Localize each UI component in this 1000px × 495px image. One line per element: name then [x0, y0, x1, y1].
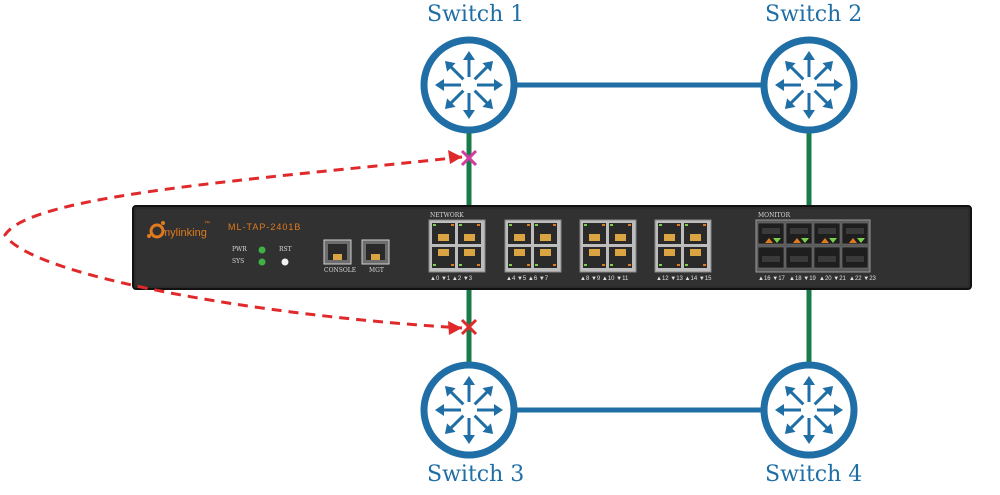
network-port-numbers-group-4: ▲12 ▼13 ▲14 ▼15 [656, 276, 712, 282]
cut-mark-top-icon [460, 149, 478, 167]
network-port-4[interactable] [508, 223, 531, 244]
monitor-port-16[interactable] [757, 222, 785, 245]
network-port-numbers-group-2: ▲4 ▼5 ▲6 ▼7 [506, 276, 549, 282]
mgt-port[interactable] [361, 239, 390, 265]
monitor-port-group [755, 219, 871, 273]
monitor-port-23[interactable] [841, 246, 869, 269]
network-port-0[interactable] [432, 223, 455, 244]
network-port-12[interactable] [658, 223, 681, 244]
monitor-port-numbers-group-1: ▲16 ▼17 [758, 276, 785, 282]
monitor-port-18[interactable] [785, 222, 813, 245]
rst-button[interactable] [281, 258, 289, 266]
switch-4-icon[interactable] [760, 361, 858, 459]
console-port[interactable] [323, 239, 352, 265]
monitor-port-21[interactable] [813, 246, 841, 269]
network-port-13[interactable] [684, 223, 707, 244]
monitor-port-19[interactable] [785, 246, 813, 269]
mgt-label: MGT [369, 267, 384, 274]
switch-2-label: Switch 2 [765, 2, 863, 27]
sys-label: SYS [232, 258, 245, 265]
monitor-label: MONITOR [758, 212, 791, 219]
mylinking-logo-icon [147, 221, 165, 239]
network-port-11[interactable] [609, 247, 632, 268]
network-port-10[interactable] [583, 247, 606, 268]
bypass-arrowhead-bottom [448, 321, 462, 335]
network-port-numbers-group-3: ▲8 ▼9 ▲10 ▼11 [580, 276, 629, 282]
network-port-1[interactable] [458, 223, 481, 244]
network-port-6[interactable] [508, 247, 531, 268]
monitor-port-numbers-group-3: ▲20 ▼21 [819, 276, 846, 282]
network-port-group-3 [579, 219, 637, 273]
bypass-arrowhead-top [448, 150, 462, 164]
network-port-3[interactable] [458, 247, 481, 268]
network-label: NETWORK [430, 212, 464, 219]
network-port-5[interactable] [534, 223, 557, 244]
switch-3-icon[interactable] [420, 361, 518, 459]
switch-1-icon[interactable] [420, 36, 518, 134]
device-model: ML-TAP-2401B [228, 222, 302, 232]
network-port-group-1 [428, 219, 486, 273]
monitor-port-22[interactable] [841, 222, 869, 245]
brand-name: mylinking [161, 227, 207, 239]
switch-3-label: Switch 3 [427, 462, 525, 487]
network-port-14[interactable] [658, 247, 681, 268]
rst-label: RST [279, 246, 292, 253]
network-port-9[interactable] [609, 223, 632, 244]
switch-4-label: Switch 4 [765, 462, 863, 487]
switch-2-icon[interactable] [760, 36, 858, 134]
monitor-port-numbers-group-4: ▲22 ▼23 [849, 276, 876, 282]
switch-1-label: Switch 1 [427, 2, 525, 27]
monitor-port-numbers-group-2: ▲18 ▼19 [789, 276, 816, 282]
network-port-numbers-group-1: ▲0 ▼1 ▲2 ▼3 [430, 276, 473, 282]
network-port-group-2 [504, 219, 562, 273]
brand-trademark: ™ [204, 221, 210, 227]
network-port-group-4 [654, 219, 712, 273]
monitor-port-20[interactable] [813, 222, 841, 245]
pwr-led [258, 246, 266, 254]
sys-led [258, 258, 266, 266]
network-port-2[interactable] [432, 247, 455, 268]
network-port-7[interactable] [534, 247, 557, 268]
console-label: CONSOLE [324, 267, 357, 274]
network-port-15[interactable] [684, 247, 707, 268]
bypass-redirect-path [3, 155, 463, 330]
cut-mark-bottom-icon [460, 318, 478, 336]
monitor-port-17[interactable] [757, 246, 785, 269]
pwr-label: PWR [232, 246, 247, 253]
network-port-8[interactable] [583, 223, 606, 244]
